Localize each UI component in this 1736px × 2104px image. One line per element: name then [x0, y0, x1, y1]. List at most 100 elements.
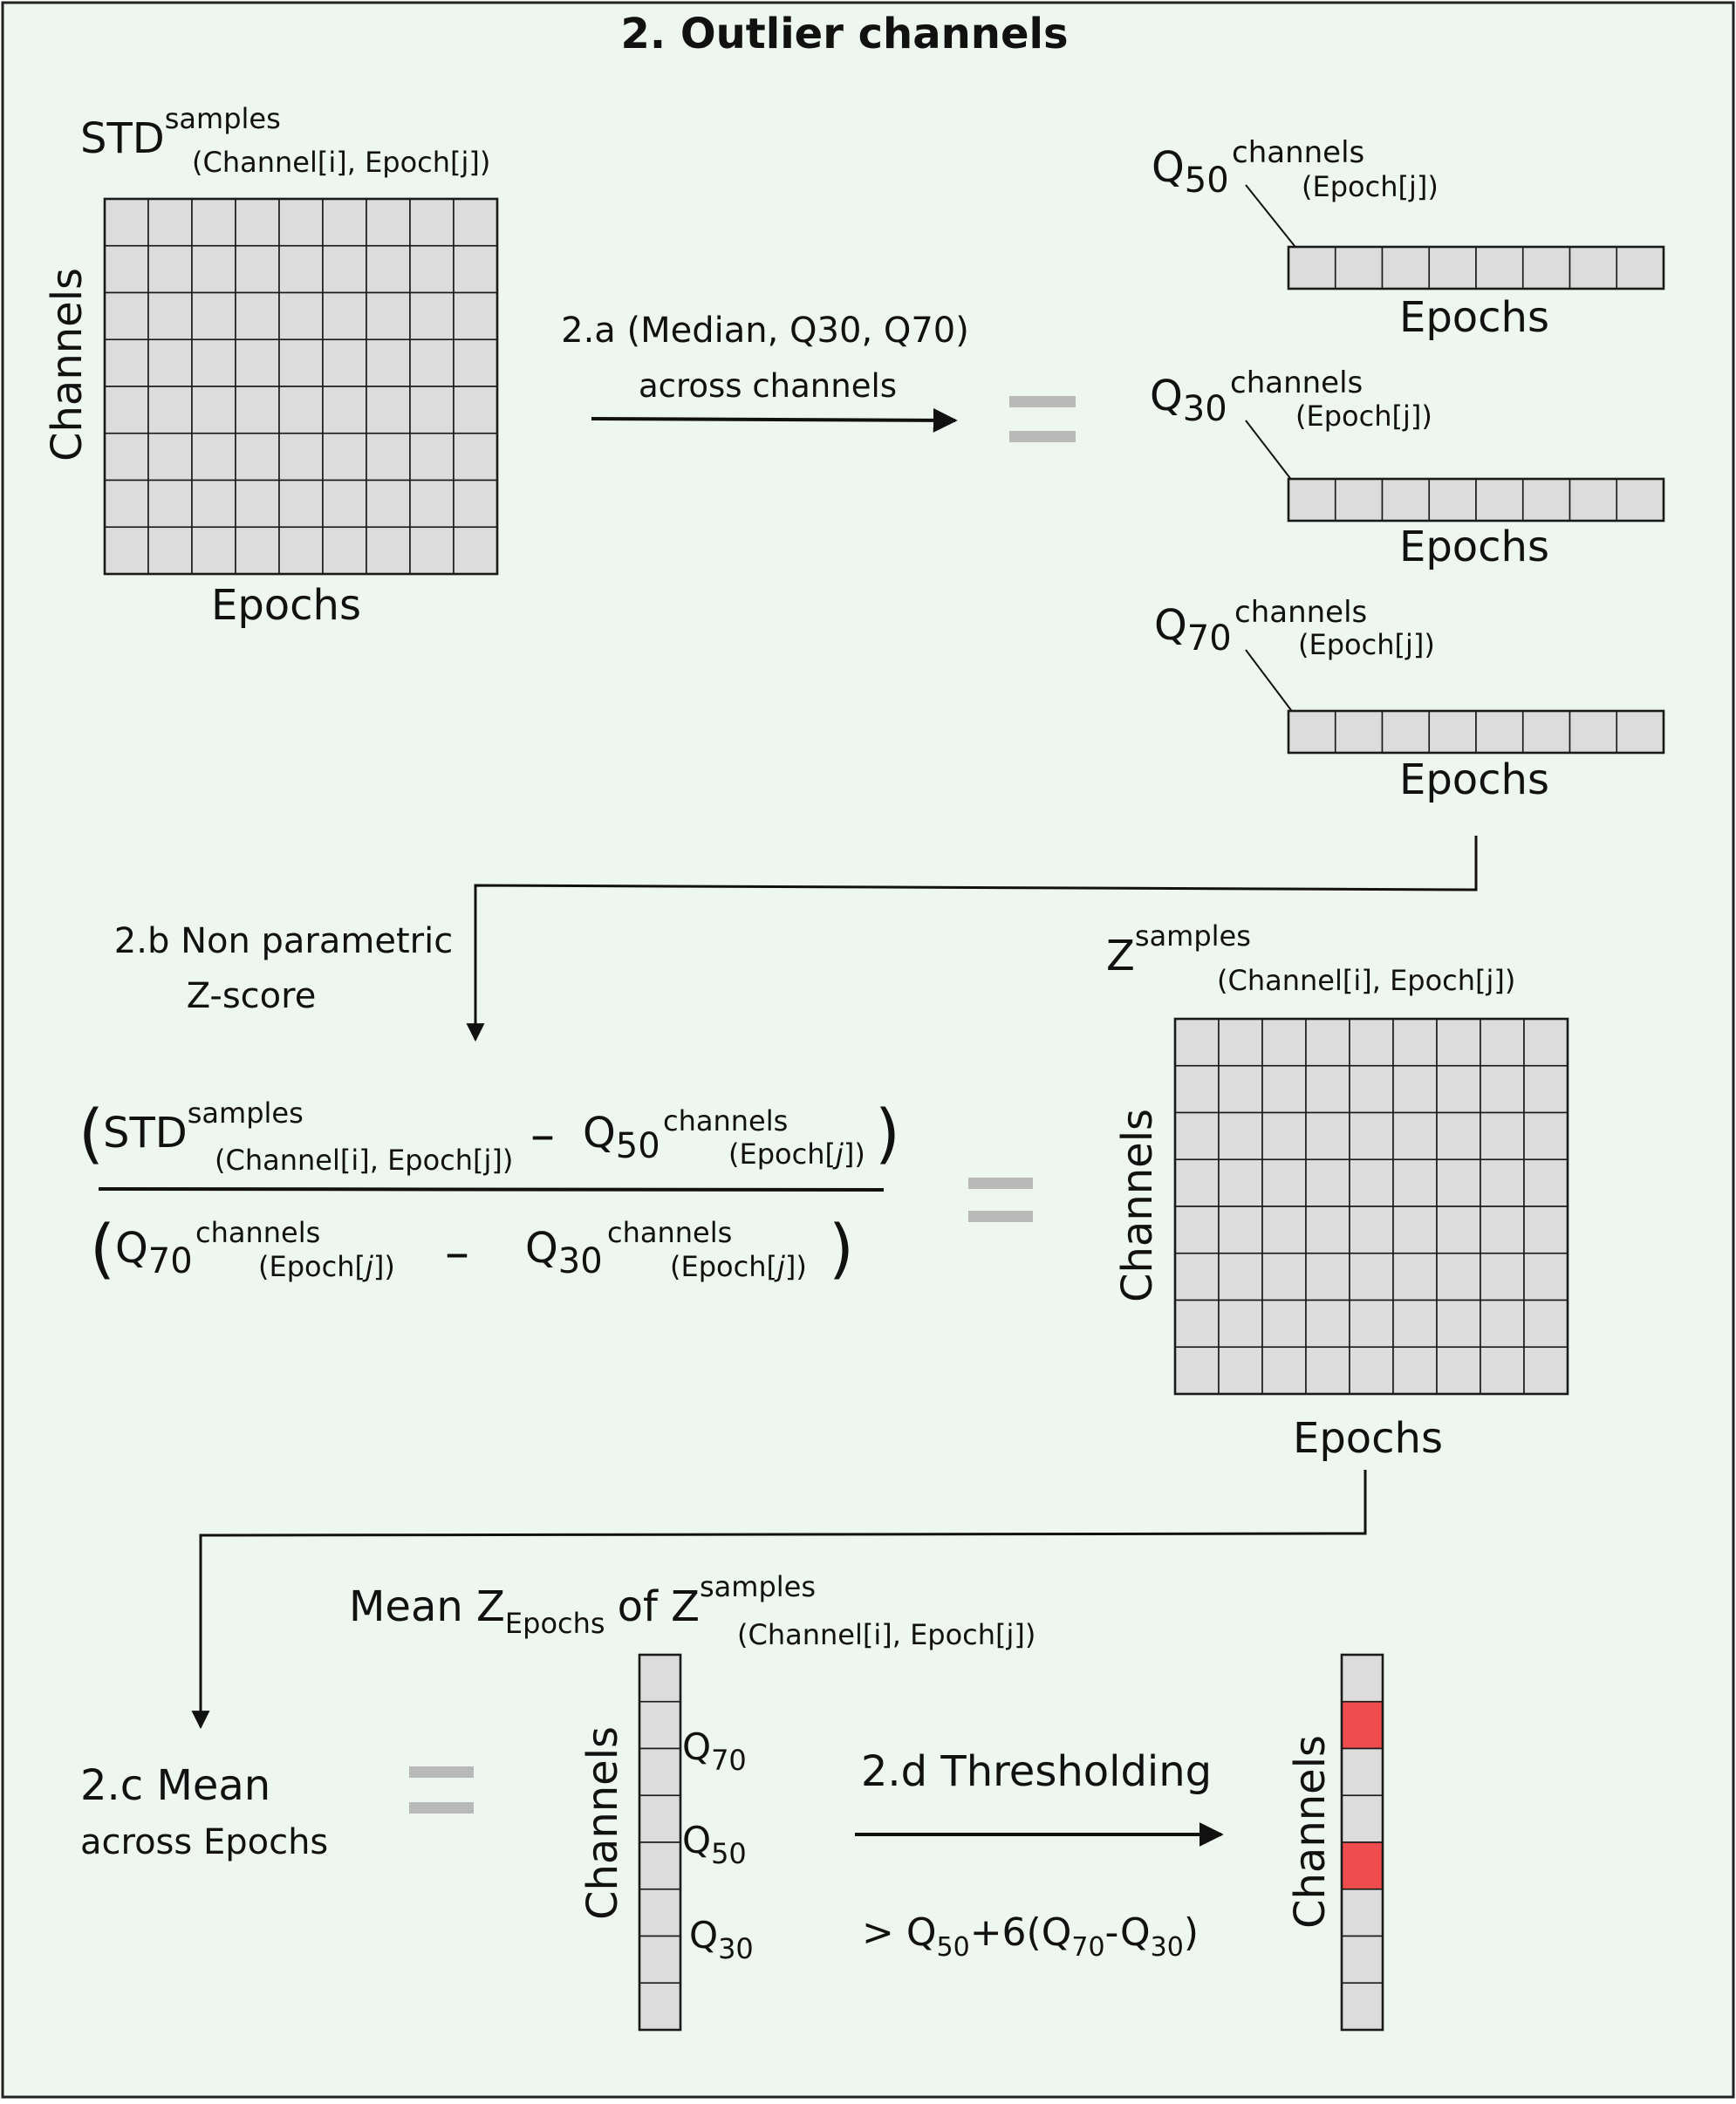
z-matrix-cell: [1523, 1346, 1569, 1395]
q30-vector-cell: [1381, 478, 1431, 522]
std-matrix-cell: [453, 244, 498, 294]
z-matrix-cell: [1392, 1252, 1438, 1301]
z-matrix-cell: [1218, 1299, 1263, 1349]
step-d-label: 2.d Thresholding: [861, 1747, 1212, 1796]
q70-epochs-label: Epochs: [1399, 755, 1549, 804]
z-matrix-cell: [1218, 1252, 1263, 1301]
std-matrix-cell: [409, 244, 455, 294]
result-vector-label: Channels: [1286, 1735, 1335, 1929]
mean-vector-cell: [639, 1935, 681, 1984]
z-matrix-cell: [1261, 1346, 1307, 1395]
q30-vector-cell: [1616, 478, 1664, 522]
z-matrix-label: Zsamples (Channel[i], Epoch[j]): [1106, 919, 1515, 997]
std-matrix-cell: [322, 338, 367, 387]
std-matrix-cell: [104, 244, 149, 294]
z-matrix-cell: [1436, 1158, 1481, 1207]
equals-sign-top: [1009, 396, 1076, 442]
q70-idx: (Epoch[j]): [1298, 628, 1435, 661]
z-matrix-cell: [1480, 1346, 1525, 1395]
z-matrix-cell: [1218, 1158, 1263, 1207]
z-matrix-cell: [1392, 1064, 1438, 1114]
result-vector-cell: [1341, 1747, 1384, 1797]
formula-den-q70-sup: channels: [195, 1216, 320, 1249]
std-matrix-cell: [453, 386, 498, 434]
result-channel-vector: [1340, 1653, 1384, 2032]
std-matrix-cell: [235, 198, 280, 247]
std-matrix-cell: [322, 526, 367, 575]
q50-vector: Q50 channels (Epoch[j]) Epochs: [1152, 135, 1665, 342]
std-matrix-cell: [104, 432, 149, 482]
q50-vector-cell: [1334, 246, 1384, 290]
q30-vector-cell: [1334, 478, 1384, 522]
q70-label: Q70: [1154, 601, 1232, 659]
z-matrix-cell: [1261, 1111, 1307, 1161]
diagram-title: 2. Outlier channels: [620, 10, 1068, 58]
std-matrix-cell: [322, 432, 367, 482]
z-matrix-cell: [1174, 1158, 1220, 1207]
std-matrix-cell: [104, 526, 149, 575]
z-matrix-cell: [1261, 1252, 1307, 1301]
q30-epochs-label: Epochs: [1399, 523, 1549, 571]
z-matrix-cell: [1218, 1111, 1263, 1161]
mean-vector-cell: [639, 1747, 681, 1797]
z-matrix-cell: [1523, 1158, 1569, 1207]
q30-vector-cell: [1428, 478, 1477, 522]
std-matrix-cell: [147, 291, 193, 341]
step-c-line1: 2.c Mean: [80, 1761, 270, 1810]
result-vector-border: [1340, 1653, 1384, 2032]
q30-vector-cell: [1521, 478, 1571, 522]
std-matrix-cell: [278, 479, 324, 529]
z-matrix-cell: [1523, 1064, 1569, 1114]
std-matrix-cell: [235, 386, 280, 434]
q70-vector: Q70 channels (Epoch[j]) Epochs: [1154, 595, 1665, 804]
q70-vector-border: [1287, 709, 1665, 755]
std-matrix-cell: [366, 244, 411, 294]
q70-vector-cell: [1288, 710, 1336, 754]
std-matrix-cell: [278, 198, 324, 247]
z-matrix-cell: [1218, 1346, 1263, 1395]
std-matrix-cell: [147, 198, 193, 247]
z-matrix-cell: [1392, 1111, 1438, 1161]
result-vector-cell: [1341, 1654, 1384, 1703]
z-matrix-cell: [1436, 1299, 1481, 1349]
z-matrix-cell: [1174, 1111, 1220, 1161]
formula-num-q50-idx: (Epoch[j]): [728, 1137, 865, 1171]
z-matrix-cell: [1261, 1064, 1307, 1114]
std-matrix-cell: [322, 198, 367, 247]
q50-sup: channels: [1232, 135, 1364, 170]
mean-marker-q50: Q50: [682, 1819, 747, 1870]
mean-vector-cell: [639, 1700, 681, 1750]
std-matrix-cell: [366, 386, 411, 434]
q50-label: Q50: [1152, 143, 1229, 201]
std-matrix-label: STDsamples (Channel[i], Epoch[j]): [80, 102, 490, 179]
std-matrix-cell: [366, 432, 411, 482]
std-matrix-grid: [103, 197, 499, 576]
z-matrix-cell: [1305, 1018, 1350, 1067]
formula-num-std: STDsamples: [103, 1096, 304, 1158]
formula-num-open-paren: (: [79, 1096, 104, 1172]
svg-text:(Channel[i], Epoch[j]): (Channel[i], Epoch[j]): [737, 1618, 1035, 1651]
q50-vector-cell: [1428, 246, 1477, 290]
equals-sign-bottom: [409, 1766, 474, 1814]
z-matrix-cell: [1305, 1206, 1350, 1254]
z-matrix-cell: [1480, 1299, 1525, 1349]
connector-to-step-b: [466, 836, 1478, 1042]
q30-vector-cell: [1475, 478, 1524, 522]
z-matrix-cell: [1436, 1346, 1481, 1395]
std-matrix-cell: [322, 386, 367, 434]
z-matrix-cell: [1436, 1206, 1481, 1254]
z-matrix-cell: [1174, 1252, 1220, 1301]
z-matrix-cell: [1349, 1018, 1394, 1067]
std-matrix-cell: [191, 244, 236, 294]
std-matrix-cell: [235, 526, 280, 575]
z-base: Z: [1106, 932, 1135, 980]
std-matrix-cell: [235, 244, 280, 294]
std-base: STD: [80, 114, 165, 163]
q30-vector: Q30 channels (Epoch[j]) Epochs: [1150, 365, 1665, 571]
q50-vector-cell: [1521, 246, 1571, 290]
q70-vector-cell: [1381, 710, 1431, 754]
mean-vector-cell: [639, 1794, 681, 1843]
